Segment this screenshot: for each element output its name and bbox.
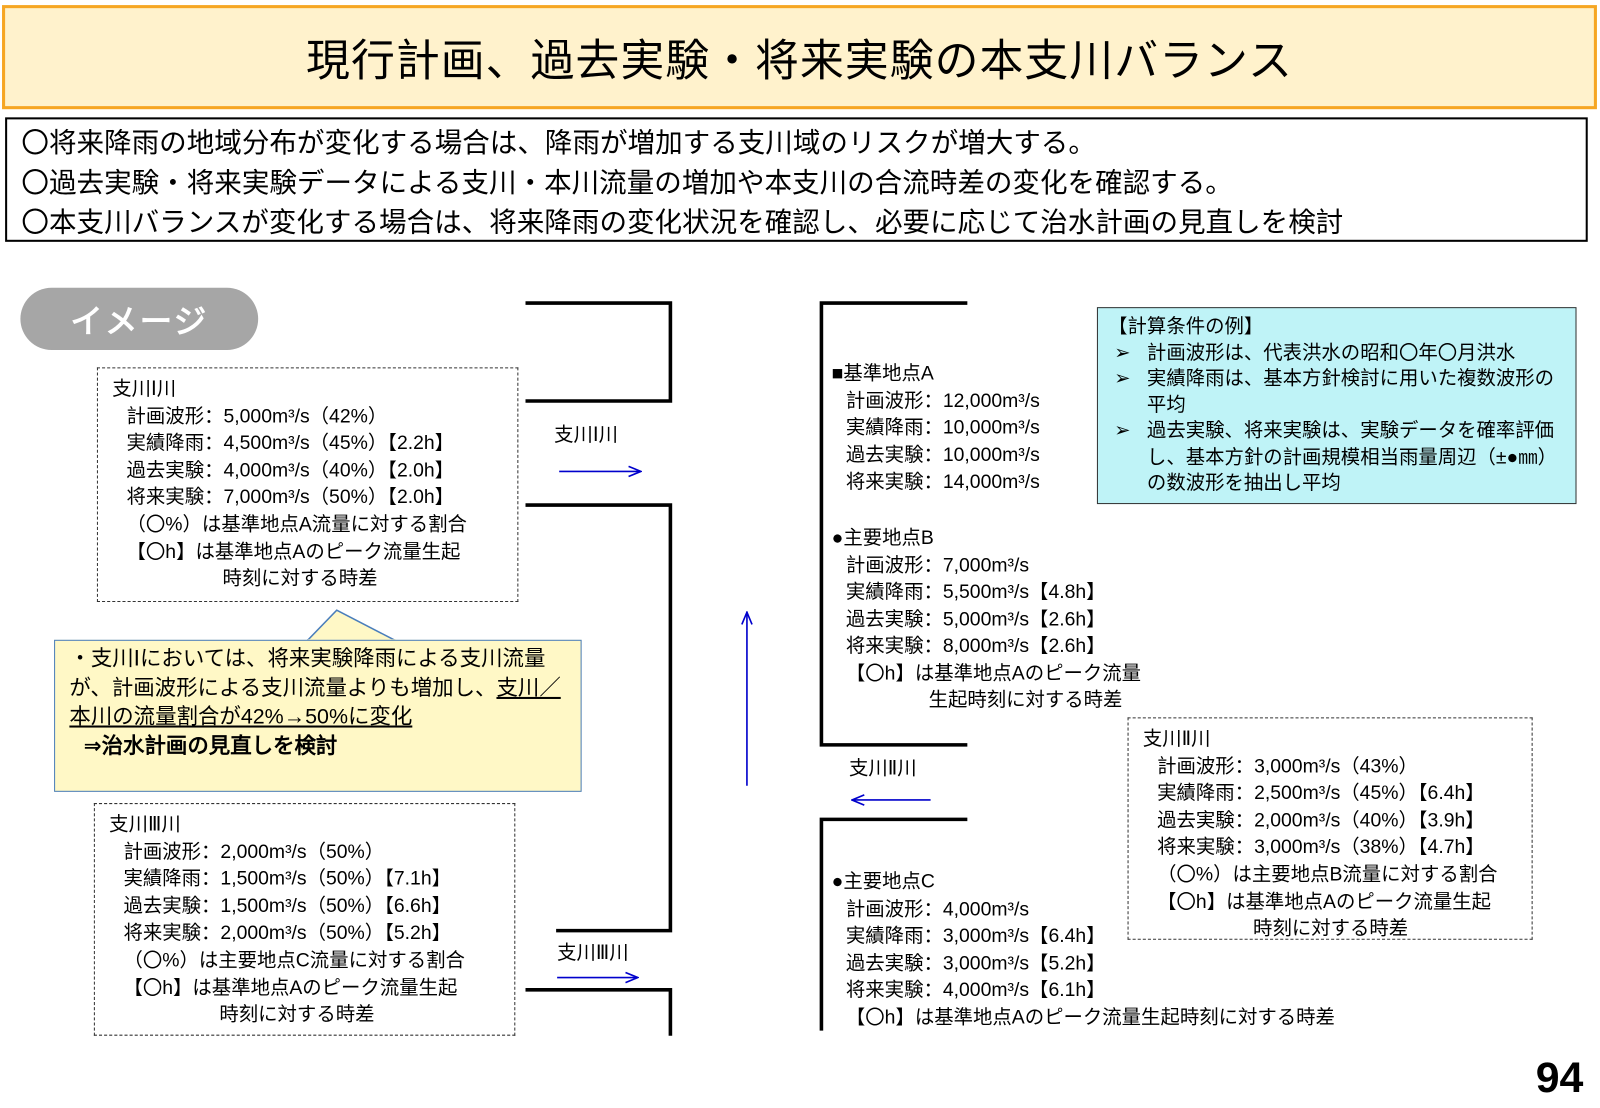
text-line: 過去実験：3,000m³/s【5.2h】 (845, 952, 1106, 974)
key-points-box: 〇将来降雨の地域分布が変化する場合は、降雨が増加する支川域のリスクが増大する。 … (5, 117, 1588, 242)
tributary2-label: 支川Ⅱ川 (848, 758, 917, 780)
callout-conclusion: ⇒治水計画の見直しを検討 (83, 734, 338, 758)
callout-bullet: ・ (69, 646, 91, 671)
text-line: 過去実験：5,000m³/s【2.6h】 (845, 608, 1106, 631)
tributary2-info-box: 支川Ⅱ川計画波形：3,000m³/s（43%） 実績降雨：2,500m³/s（45… (1127, 717, 1533, 940)
text-line: （〇%）は主要地点C流量に対する割合 (123, 949, 465, 972)
text-line: 計画波形：5,000m³/s（42%） (126, 405, 388, 428)
text-line: 時刻に対する時差 (219, 1004, 375, 1026)
text-line: 過去実験：2,000m³/s（40%）【3.9h】 (1157, 809, 1485, 832)
arrow-bullet-icon: ➢ (1114, 420, 1131, 442)
key-point: 〇過去実験・将来実験データによる支川・本川流量の増加や本支川の合流時差の変化を確… (21, 167, 1233, 198)
text-line: 計画波形：12,000m³/s (845, 390, 1040, 412)
condition-item: ➢ 実績降雨は、基本方針検討に用いた複数波形の平均 (1108, 366, 1567, 418)
callout-note: ・支川Ⅰにおいては、将来実験降雨による支川流量が、計画波形による支川流量よりも増… (54, 639, 582, 792)
text-line: 【〇h】は基準地点Aのピーク流量 (845, 662, 1142, 685)
tributary3-info-box: 支川Ⅲ川計画波形：2,000m³/s（50%） 実績降雨：1,500m³/s（50… (93, 803, 516, 1036)
callout-underlined-text: 支川／本川の流量割合が42%→50%に変化 (69, 676, 561, 729)
conditions-title: 【計算条件の例】 (1108, 316, 1264, 338)
point-b-info: ●主要地点B 計画波形：7,000m³/s 実績降雨：5,500m³/s【4.8h】… (832, 526, 1141, 715)
calculation-conditions-box: 【計算条件の例】 ➢ 計画波形は、代表洪水の昭和〇年〇月洪水 ➢ 実績降雨は、基本方… (1096, 307, 1577, 505)
text-line: 実績降雨：5,500m³/s【4.8h】 (845, 581, 1106, 604)
text-line: 計画波形：3,000m³/s（43%） (1157, 755, 1418, 778)
text-line: 計画波形：2,000m³/s（50%） (123, 841, 385, 863)
text-line: 実績降雨：2,500m³/s（45%）【6.4h】 (1157, 782, 1485, 805)
text-line: 【〇h】は基準地点Aのピーク流量生起時刻に対する時差 (845, 1006, 1335, 1029)
page-number: 94 (1535, 1053, 1584, 1102)
text-line: 将来実験：2,000m³/s（50%）【5.2h】 (123, 922, 452, 945)
tributary2-lower-bank (819, 817, 968, 1031)
text-line: 【〇h】は基準地点Aのピーク流量生起 (1157, 891, 1492, 913)
text-line: 【〇h】は基準地点Aのピーク流量生起 (123, 977, 458, 999)
text-line: 【〇h】は基準地点Aのピーク流量生起 (126, 541, 461, 563)
callout-text: 支川Ⅰにおいては、将来実験降雨による支川流量が、計画波形による支川流量よりも増加… (69, 646, 546, 700)
text-line: 実績降雨：10,000m³/s (845, 417, 1040, 439)
arrow-bullet-icon: ➢ (1114, 368, 1131, 390)
slide-title: 現行計画、過去実験・将来実験の本支川バランス (2, 5, 1597, 110)
key-point: 〇本支川バランスが変化する場合は、将来降雨の変化状況を確認し、必要に応じて治水計… (21, 207, 1344, 238)
text-line: 過去実験：4,000m³/s（40%）【2.0h】 (126, 459, 455, 482)
condition-text: 計画波形は、代表洪水の昭和〇年〇月洪水 (1146, 342, 1516, 364)
text-line: 実績降雨：3,000m³/s【6.4h】 (845, 925, 1106, 947)
condition-item: ➢ 計画波形は、代表洪水の昭和〇年〇月洪水 (1108, 340, 1567, 366)
text-line: 将来実験：3,000m³/s（38%）【4.7h】 (1157, 837, 1485, 859)
text-line: 計画波形：4,000m³/s (845, 898, 1030, 920)
tributary1-label: 支川Ⅰ川 (554, 424, 618, 446)
point-a-info: ■基準地点A 計画波形：12,000m³/s 実績降雨：10,000m³/s 過去実験… (832, 361, 1040, 496)
text-line: 将来実験：14,000m³/s (845, 471, 1040, 493)
text-line: 将来実験：8,000m³/s【2.6h】 (845, 635, 1106, 658)
condition-text: 過去実験、将来実験は、実験データを確率評価し、基本方針の計画規模相当雨量周辺（±… (1146, 420, 1558, 494)
text-line: （〇%）は主要地点B流量に対する割合 (1157, 864, 1498, 886)
point-title: ■基準地点A (831, 363, 934, 385)
box-title: 支川Ⅱ川 (1142, 728, 1211, 750)
text-line: 過去実験：10,000m³/s (845, 444, 1040, 466)
arrow-bullet-icon: ➢ (1114, 342, 1131, 364)
image-label-pill: イメージ (20, 287, 259, 350)
text-line: 将来実験：7,000m³/s（50%）【2.0h】 (126, 487, 455, 509)
condition-text: 実績降雨は、基本方針検討に用いた複数波形の平均 (1146, 368, 1555, 416)
tributary3-label: 支川Ⅲ川 (557, 942, 629, 965)
key-point: 〇将来降雨の地域分布が変化する場合は、降雨が増加する支川域のリスクが増大する。 (21, 127, 1096, 159)
point-c-info: ●主要地点C 計画波形：4,000m³/s 実績降雨：3,000m³/s【6.4h】… (832, 869, 1335, 1031)
text-line: 実績降雨：1,500m³/s（50%）【7.1h】 (123, 868, 452, 890)
text-line: 実績降雨：4,500m³/s（45%）【2.2h】 (126, 432, 455, 455)
text-line: 生起時刻に対する時差 (928, 689, 1123, 712)
text-line: （〇%）は基準地点A流量に対する割合 (126, 514, 467, 536)
box-title: 支川Ⅲ川 (109, 814, 181, 836)
text-line: 時刻に対する時差 (222, 568, 378, 590)
text-line: 時刻に対する時差 (1253, 918, 1409, 940)
main-river-right-bank (819, 301, 968, 747)
box-title: 支川Ⅰ川 (112, 378, 177, 400)
callout-pointer (304, 609, 399, 643)
text-line: 過去実験：1,500m³/s（50%）【6.6h】 (123, 895, 452, 918)
main-river-left-bank (525, 503, 673, 933)
tributary1-channel (525, 301, 673, 403)
point-title: ●主要地点C (831, 871, 935, 893)
condition-item: ➢ 過去実験、将来実験は、実験データを確率評価し、基本方針の計画規模相当雨量周辺（… (1108, 418, 1567, 496)
text-line: 計画波形：7,000m³/s (845, 554, 1030, 577)
point-title: ●主要地点B (831, 527, 934, 549)
tributary1-info-box: 支川Ⅰ川計画波形：5,000m³/s（42%） 実績降雨：4,500m³/s（45… (96, 367, 519, 603)
text-line: 将来実験：4,000m³/s【6.1h】 (845, 979, 1106, 1002)
tributary3-lower-bank (525, 988, 673, 1036)
